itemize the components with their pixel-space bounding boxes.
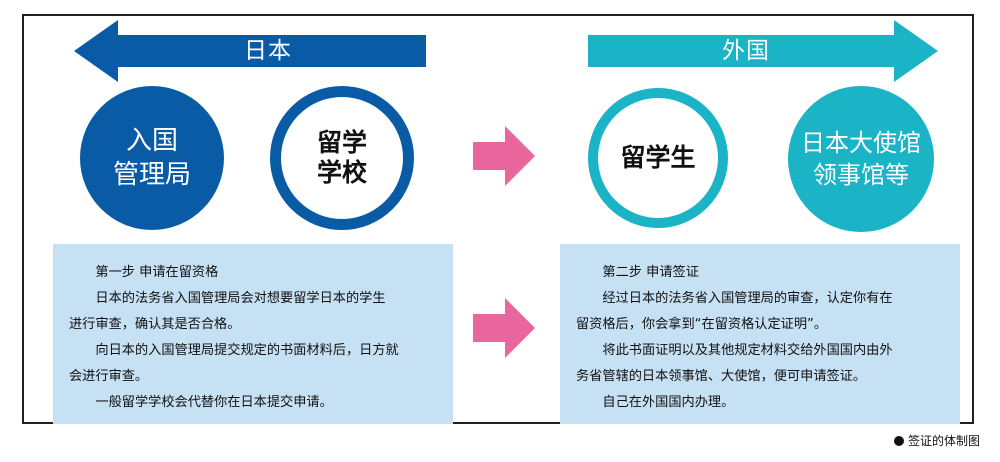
step2-para1: 经过日本的法务省入国管理局的审查，认定你有在 [602, 291, 893, 306]
embassy-node: 日本大使馆 领事馆等 [788, 86, 934, 232]
embassy-line2: 领事馆等 [813, 161, 909, 189]
step2-para2: 将此书面证明以及其他规定材料交给外国国内由外 [602, 343, 893, 358]
step2-title: 第二步 申请签证 [602, 265, 699, 280]
embassy-line1: 日本大使馆 [801, 129, 921, 157]
step1-box: 第一步 申请在留资格 日本的法务省入国管理局会对想要留学日本的学生 进行审查，确… [53, 244, 453, 424]
flow-arrow-bottom-shape [473, 298, 535, 358]
japan-arrow-shape [74, 20, 426, 82]
foreign-arrow-label: 外国 [722, 38, 770, 64]
bullet-icon [893, 436, 904, 446]
immigration-bureau-node: 入国 管理局 [80, 86, 224, 230]
japan-arrow-label: 日本 [244, 38, 292, 64]
student-line1: 留学生 [620, 143, 696, 172]
figure-caption: 签证的体制图 [893, 433, 980, 449]
step1-title: 第一步 申请在留资格 [95, 265, 219, 280]
foreign-arrow [588, 20, 938, 82]
school-line1: 留学 [316, 128, 367, 157]
step1-para1-cont: 进行审查，确认其是否合格。 [69, 317, 241, 332]
step1-para3: 一般留学学校会代替你在日本提交申请。 [95, 395, 333, 410]
school-line2: 学校 [316, 158, 367, 187]
flow-arrow-top-shape [473, 126, 535, 186]
immigration-line2: 管理局 [112, 160, 191, 190]
flow-arrow-bottom [473, 298, 535, 358]
student-node: 留学生 [588, 88, 728, 228]
step2-box: 第二步 申请签证 经过日本的法务省入国管理局的审查，认定你有在 留资格后，你会拿… [560, 244, 960, 424]
japan-arrow [74, 20, 426, 82]
step1-para2-cont: 会进行审查。 [69, 369, 149, 384]
language-school-node: 留学 学校 [270, 86, 414, 230]
caption-text: 签证的体制图 [907, 434, 980, 448]
step2-para3: 自己在外国国内办理。 [602, 395, 735, 410]
flow-arrow-top [473, 126, 535, 186]
foreign-arrow-shape [588, 20, 938, 82]
step1-para1: 日本的法务省入国管理局会对想要留学日本的学生 [95, 291, 386, 306]
step1-para2: 向日本的入国管理局提交规定的书面材料后，日方就 [95, 343, 399, 358]
step2-para1-cont: 留资格后，你会拿到“在留资格认定证明”。 [576, 317, 828, 332]
step2-para2-cont: 务省管辖的日本领事馆、大使馆，便可申请签证。 [576, 369, 867, 384]
immigration-line1: 入国 [125, 126, 178, 156]
